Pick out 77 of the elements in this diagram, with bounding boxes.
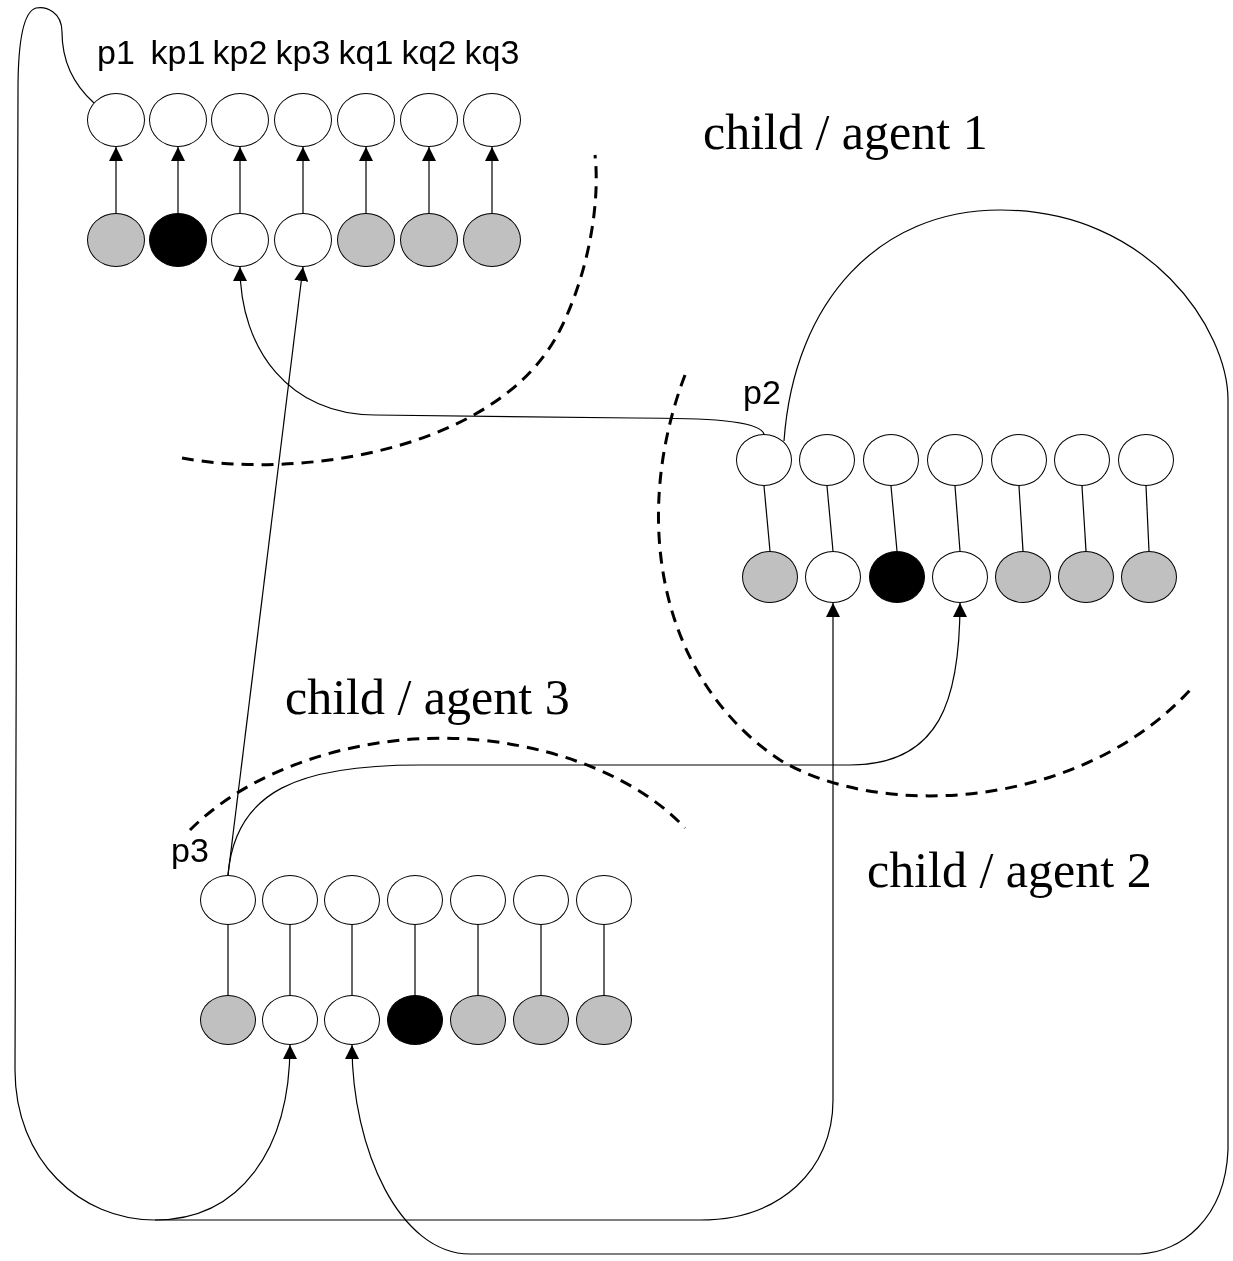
- node-circle: [513, 995, 569, 1045]
- connector-line: [351, 924, 353, 996]
- node-circle: [387, 995, 443, 1045]
- arrow: [359, 146, 373, 214]
- node-label: kq3: [464, 35, 520, 69]
- node-label: kp3: [275, 35, 331, 69]
- connector-line: [826, 485, 834, 552]
- arrow: [233, 146, 247, 214]
- node-circle: [463, 213, 521, 267]
- connector-line: [477, 924, 479, 996]
- connector-line: [414, 924, 416, 996]
- node-circle: [576, 995, 632, 1045]
- node-circle: [450, 875, 506, 925]
- node-circle: [87, 93, 145, 147]
- connector-line: [1081, 485, 1087, 552]
- node-circle: [513, 875, 569, 925]
- node-circle: [463, 93, 521, 147]
- node-circle: [274, 93, 332, 147]
- arrow: [154, 602, 840, 1221]
- connector-line: [954, 485, 961, 552]
- node-circle: [87, 213, 145, 267]
- node-circle: [324, 995, 380, 1045]
- node-circle: [262, 995, 318, 1045]
- node-circle: [1118, 434, 1174, 486]
- node-circle: [337, 213, 395, 267]
- arrow: [171, 146, 185, 214]
- node-circle: [400, 213, 458, 267]
- node-circle: [211, 93, 269, 147]
- node-circle: [200, 875, 256, 925]
- arrow: [345, 209, 1229, 1255]
- node-circle: [995, 551, 1051, 603]
- connector-line: [14, 7, 156, 1221]
- node-circle: [805, 551, 861, 603]
- arrow: [227, 602, 967, 876]
- node-circle: [450, 995, 506, 1045]
- connector-line: [1018, 485, 1024, 552]
- node-circle: [337, 93, 395, 147]
- node-circle: [742, 551, 798, 603]
- node-label: p3: [171, 833, 209, 867]
- node-circle: [1121, 551, 1177, 603]
- node-circle: [387, 875, 443, 925]
- node-circle: [149, 93, 207, 147]
- node-circle: [262, 875, 318, 925]
- arrow: [109, 146, 123, 214]
- node-circle: [869, 551, 925, 603]
- node-circle: [400, 93, 458, 147]
- node-circle: [927, 434, 983, 486]
- connector-line: [890, 485, 898, 552]
- node-circle: [991, 434, 1047, 486]
- arrow: [296, 146, 310, 214]
- arrow: [485, 146, 499, 214]
- node-circle: [200, 995, 256, 1045]
- node-circle: [799, 434, 855, 486]
- node-circle: [736, 434, 792, 486]
- node-circle: [863, 434, 919, 486]
- node-label: kq2: [401, 35, 457, 69]
- connector-line: [227, 924, 229, 996]
- connector-line: [289, 924, 291, 996]
- node-label: kp1: [150, 35, 206, 69]
- node-label: kq1: [338, 35, 394, 69]
- connector-line: [540, 924, 542, 996]
- node-circle: [932, 551, 988, 603]
- node-label: p1: [97, 35, 135, 69]
- node-circle: [1054, 434, 1110, 486]
- arrow: [422, 146, 436, 214]
- connector-line: [1145, 485, 1150, 552]
- node-circle: [1058, 551, 1114, 603]
- node-circle: [211, 213, 269, 267]
- node-circle: [576, 875, 632, 925]
- node-label: kp2: [212, 35, 268, 69]
- connector-line: [763, 485, 771, 552]
- connector-line: [603, 924, 605, 996]
- arrow: [233, 266, 765, 435]
- node-circle: [324, 875, 380, 925]
- node-circle: [274, 213, 332, 267]
- node-label: p2: [743, 375, 781, 409]
- node-circle: [149, 213, 207, 267]
